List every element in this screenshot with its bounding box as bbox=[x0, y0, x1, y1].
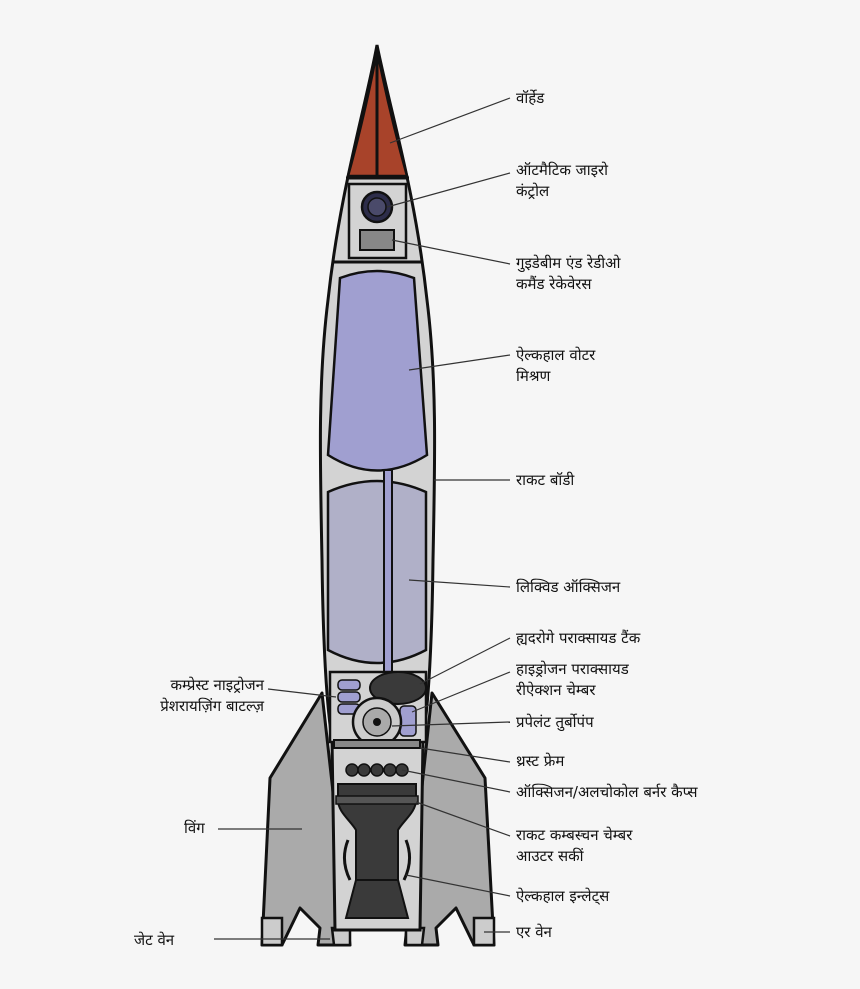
alcohol-inlets bbox=[343, 839, 411, 881]
label-line: मिश्रण bbox=[516, 367, 551, 385]
label-line: राकट कम्बस्चन चेम्बर bbox=[516, 826, 633, 844]
alcohol-tank bbox=[326, 269, 429, 472]
oxygen-tank bbox=[326, 479, 428, 665]
label-line: कमैंड रेकेवेरस bbox=[516, 275, 592, 293]
label-rocket-body: राकट बॉडी bbox=[516, 471, 575, 489]
label-jet-vane: जेट वेन bbox=[134, 931, 175, 949]
label-line: ऑटमैटिक जाइरो bbox=[516, 161, 609, 179]
h2o2-tank bbox=[369, 671, 427, 705]
label-line: कंट्रोल bbox=[516, 182, 550, 200]
label-air-vane: एर वेन bbox=[516, 923, 552, 941]
label-radio-receivers: गुइडेबीम एंड रेडीओ कमैंड रेकेवेरस bbox=[516, 253, 621, 295]
nitrogen-bottle bbox=[337, 679, 361, 691]
label-h2o2-chamber: हाइड्रोजन पराक्सायड रीऐक्शन चेम्बर bbox=[516, 659, 629, 701]
label-warhead: वॉर्हेड bbox=[516, 89, 545, 107]
air-vane-left bbox=[260, 916, 284, 947]
chamber-band bbox=[335, 795, 419, 805]
nitrogen-bottle bbox=[337, 691, 361, 703]
label-line: ऐल्कहाल वोटर bbox=[516, 346, 596, 364]
label-wing: विंग bbox=[184, 819, 205, 837]
burner-cups bbox=[345, 763, 409, 777]
label-line: गुइडेबीम एंड रेडीओ bbox=[516, 254, 621, 272]
label-alcohol-tank: ऐल्कहाल वोटर मिश्रण bbox=[516, 345, 595, 387]
thrust-frame bbox=[333, 739, 421, 749]
label-gyro-control: ऑटमैटिक जाइरो कंट्रोल bbox=[516, 160, 608, 202]
label-thrust-frame: थ्रस्ट फ्रेम bbox=[516, 752, 565, 770]
label-line: रीऐक्शन चेम्बर bbox=[516, 681, 596, 699]
nozzle bbox=[344, 879, 410, 919]
fuel-pipe bbox=[383, 469, 393, 681]
label-turbopump: प्रपेलंट तुर्बोपंप bbox=[516, 713, 594, 731]
label-line: प्रेशरायज़िंग बाटल्ज़ bbox=[160, 697, 264, 715]
label-liquid-oxygen: लिक्विड ऑक्सिजन bbox=[516, 578, 621, 596]
h2o2-reaction-chamber bbox=[399, 705, 417, 737]
label-line: हाइड्रोजन पराक्सायड bbox=[516, 660, 629, 678]
label-line: आउटर सकीं bbox=[516, 847, 584, 865]
radio-receiver bbox=[359, 229, 395, 251]
label-combustion-chamber: राकट कम्बस्चन चेम्बर आउटर सकीं bbox=[516, 825, 632, 867]
label-h2o2-tank: ह्यदरोगे पराक्सायड टैंक bbox=[516, 629, 641, 647]
label-alcohol-inlets: ऐल्कहाल इन्लेट्स bbox=[516, 887, 610, 905]
label-line: कम्प्रेस्ट नाइट्रोजन bbox=[170, 676, 264, 694]
leader-lines bbox=[214, 97, 511, 940]
label-burner-cups: ऑक्सिजन/अलचोकोल बर्नर कैप्स bbox=[516, 783, 698, 801]
label-nitrogen-bottles: कम्प्रेस्ट नाइट्रोजन प्रेशरायज़िंग बाटल्… bbox=[160, 675, 264, 717]
turbopump-hub bbox=[373, 718, 381, 726]
gyro-core bbox=[367, 197, 387, 217]
